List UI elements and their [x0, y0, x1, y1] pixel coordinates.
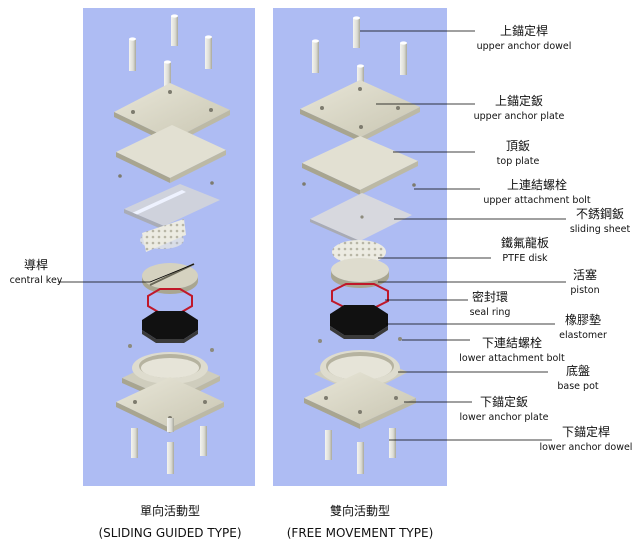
label-zh: 上連結螺栓	[506, 178, 567, 192]
label-base-pot: 底盤 base pot	[548, 364, 608, 394]
left-lower-anchor-dowels	[131, 418, 207, 474]
label-seal-ring: 密封環 seal ring	[460, 290, 520, 320]
label-en: elastomer	[559, 330, 607, 341]
label-en: base pot	[557, 381, 599, 392]
label-elastomer: 橡膠墊 elastomer	[552, 313, 614, 343]
right-elastomer	[330, 305, 388, 339]
label-en: top plate	[496, 156, 540, 167]
left-upper-anchor-dowels	[129, 14, 212, 94]
label-top-plate: 頂鈑 top plate	[480, 139, 556, 169]
label-en: central key	[9, 275, 63, 286]
label-upper-anchor-dowel: 上錨定桿 upper anchor dowel	[474, 24, 574, 54]
label-en: piston	[570, 285, 600, 296]
label-en: lower attachment bolt	[459, 353, 565, 364]
label-lower-anchor-dowel: 下錨定桿 lower anchor dowel	[534, 425, 638, 455]
label-upper-anchor-plate: 上錨定鈑 upper anchor plate	[464, 94, 574, 124]
right-assembly	[300, 16, 420, 474]
left-top-plate	[116, 125, 226, 183]
left-caption-en: (SLIDING GUIDED TYPE)	[98, 526, 242, 540]
label-en: seal ring	[469, 307, 511, 318]
right-lower-anchor-dowels	[325, 428, 396, 474]
left-ptfe-disk	[140, 219, 186, 252]
label-lower-attachment-bolt: 下連結螺栓 lower attachment bolt	[456, 336, 568, 366]
right-sliding-sheet	[310, 193, 412, 244]
right-top-plate	[302, 136, 418, 195]
right-caption-en: (FREE MOVEMENT TYPE)	[286, 526, 434, 540]
left-seal-ring	[147, 288, 193, 314]
left-caption: 單向活動型 (SLIDING GUIDED TYPE)	[80, 500, 260, 544]
label-zh: 上錨定桿	[499, 24, 548, 38]
label-zh: 導桿	[23, 258, 48, 272]
label-zh: 下連結螺栓	[481, 336, 542, 350]
right-lower-anchor-plate	[304, 372, 416, 429]
label-en: lower anchor plate	[459, 412, 549, 423]
right-seal-ring	[331, 283, 389, 309]
label-zh: 下錨定鈑	[479, 395, 528, 409]
label-zh: 密封環	[471, 290, 508, 304]
label-zh: 頂鈑	[505, 139, 530, 153]
left-assembly	[114, 14, 230, 474]
left-elastomer	[142, 311, 198, 343]
right-upper-anchor-plate	[300, 80, 420, 142]
right-ptfe-disk	[332, 240, 386, 264]
left-caption-zh: 單向活動型	[139, 504, 200, 518]
label-lower-anchor-plate: 下錨定鈑 lower anchor plate	[448, 395, 560, 425]
label-en: sliding sheet	[569, 224, 631, 235]
label-zh: 活塞	[572, 268, 597, 282]
right-caption-zh: 雙向活動型	[329, 504, 390, 518]
label-zh: 下錨定桿	[561, 425, 610, 439]
label-piston: 活塞 piston	[560, 268, 610, 298]
label-central-key: 導桿 central key	[4, 258, 68, 288]
label-en: upper anchor plate	[473, 111, 565, 122]
label-upper-attachment-bolt: 上連結螺栓 upper attachment bolt	[479, 178, 595, 208]
leader-lines	[58, 30, 566, 441]
left-sliding-sheet	[124, 184, 220, 230]
label-ptfe-disk: 鐵氟龍板 PTFE disk	[488, 236, 562, 266]
label-zh: 橡膠墊	[564, 313, 601, 327]
label-zh: 上錨定鈑	[494, 94, 543, 108]
left-piston	[142, 263, 198, 294]
right-caption: 雙向活動型 (FREE MOVEMENT TYPE)	[270, 500, 450, 544]
label-zh: 底盤	[565, 364, 590, 378]
label-zh: 鐵氟龍板	[500, 236, 549, 250]
label-en: upper anchor dowel	[476, 41, 572, 52]
label-en: upper attachment bolt	[483, 195, 591, 206]
label-en: PTFE disk	[502, 253, 548, 264]
label-sliding-sheet: 不銹鋼鈑 sliding sheet	[562, 207, 638, 237]
label-en: lower anchor dowel	[539, 442, 633, 453]
label-zh: 不銹鋼鈑	[575, 207, 624, 221]
